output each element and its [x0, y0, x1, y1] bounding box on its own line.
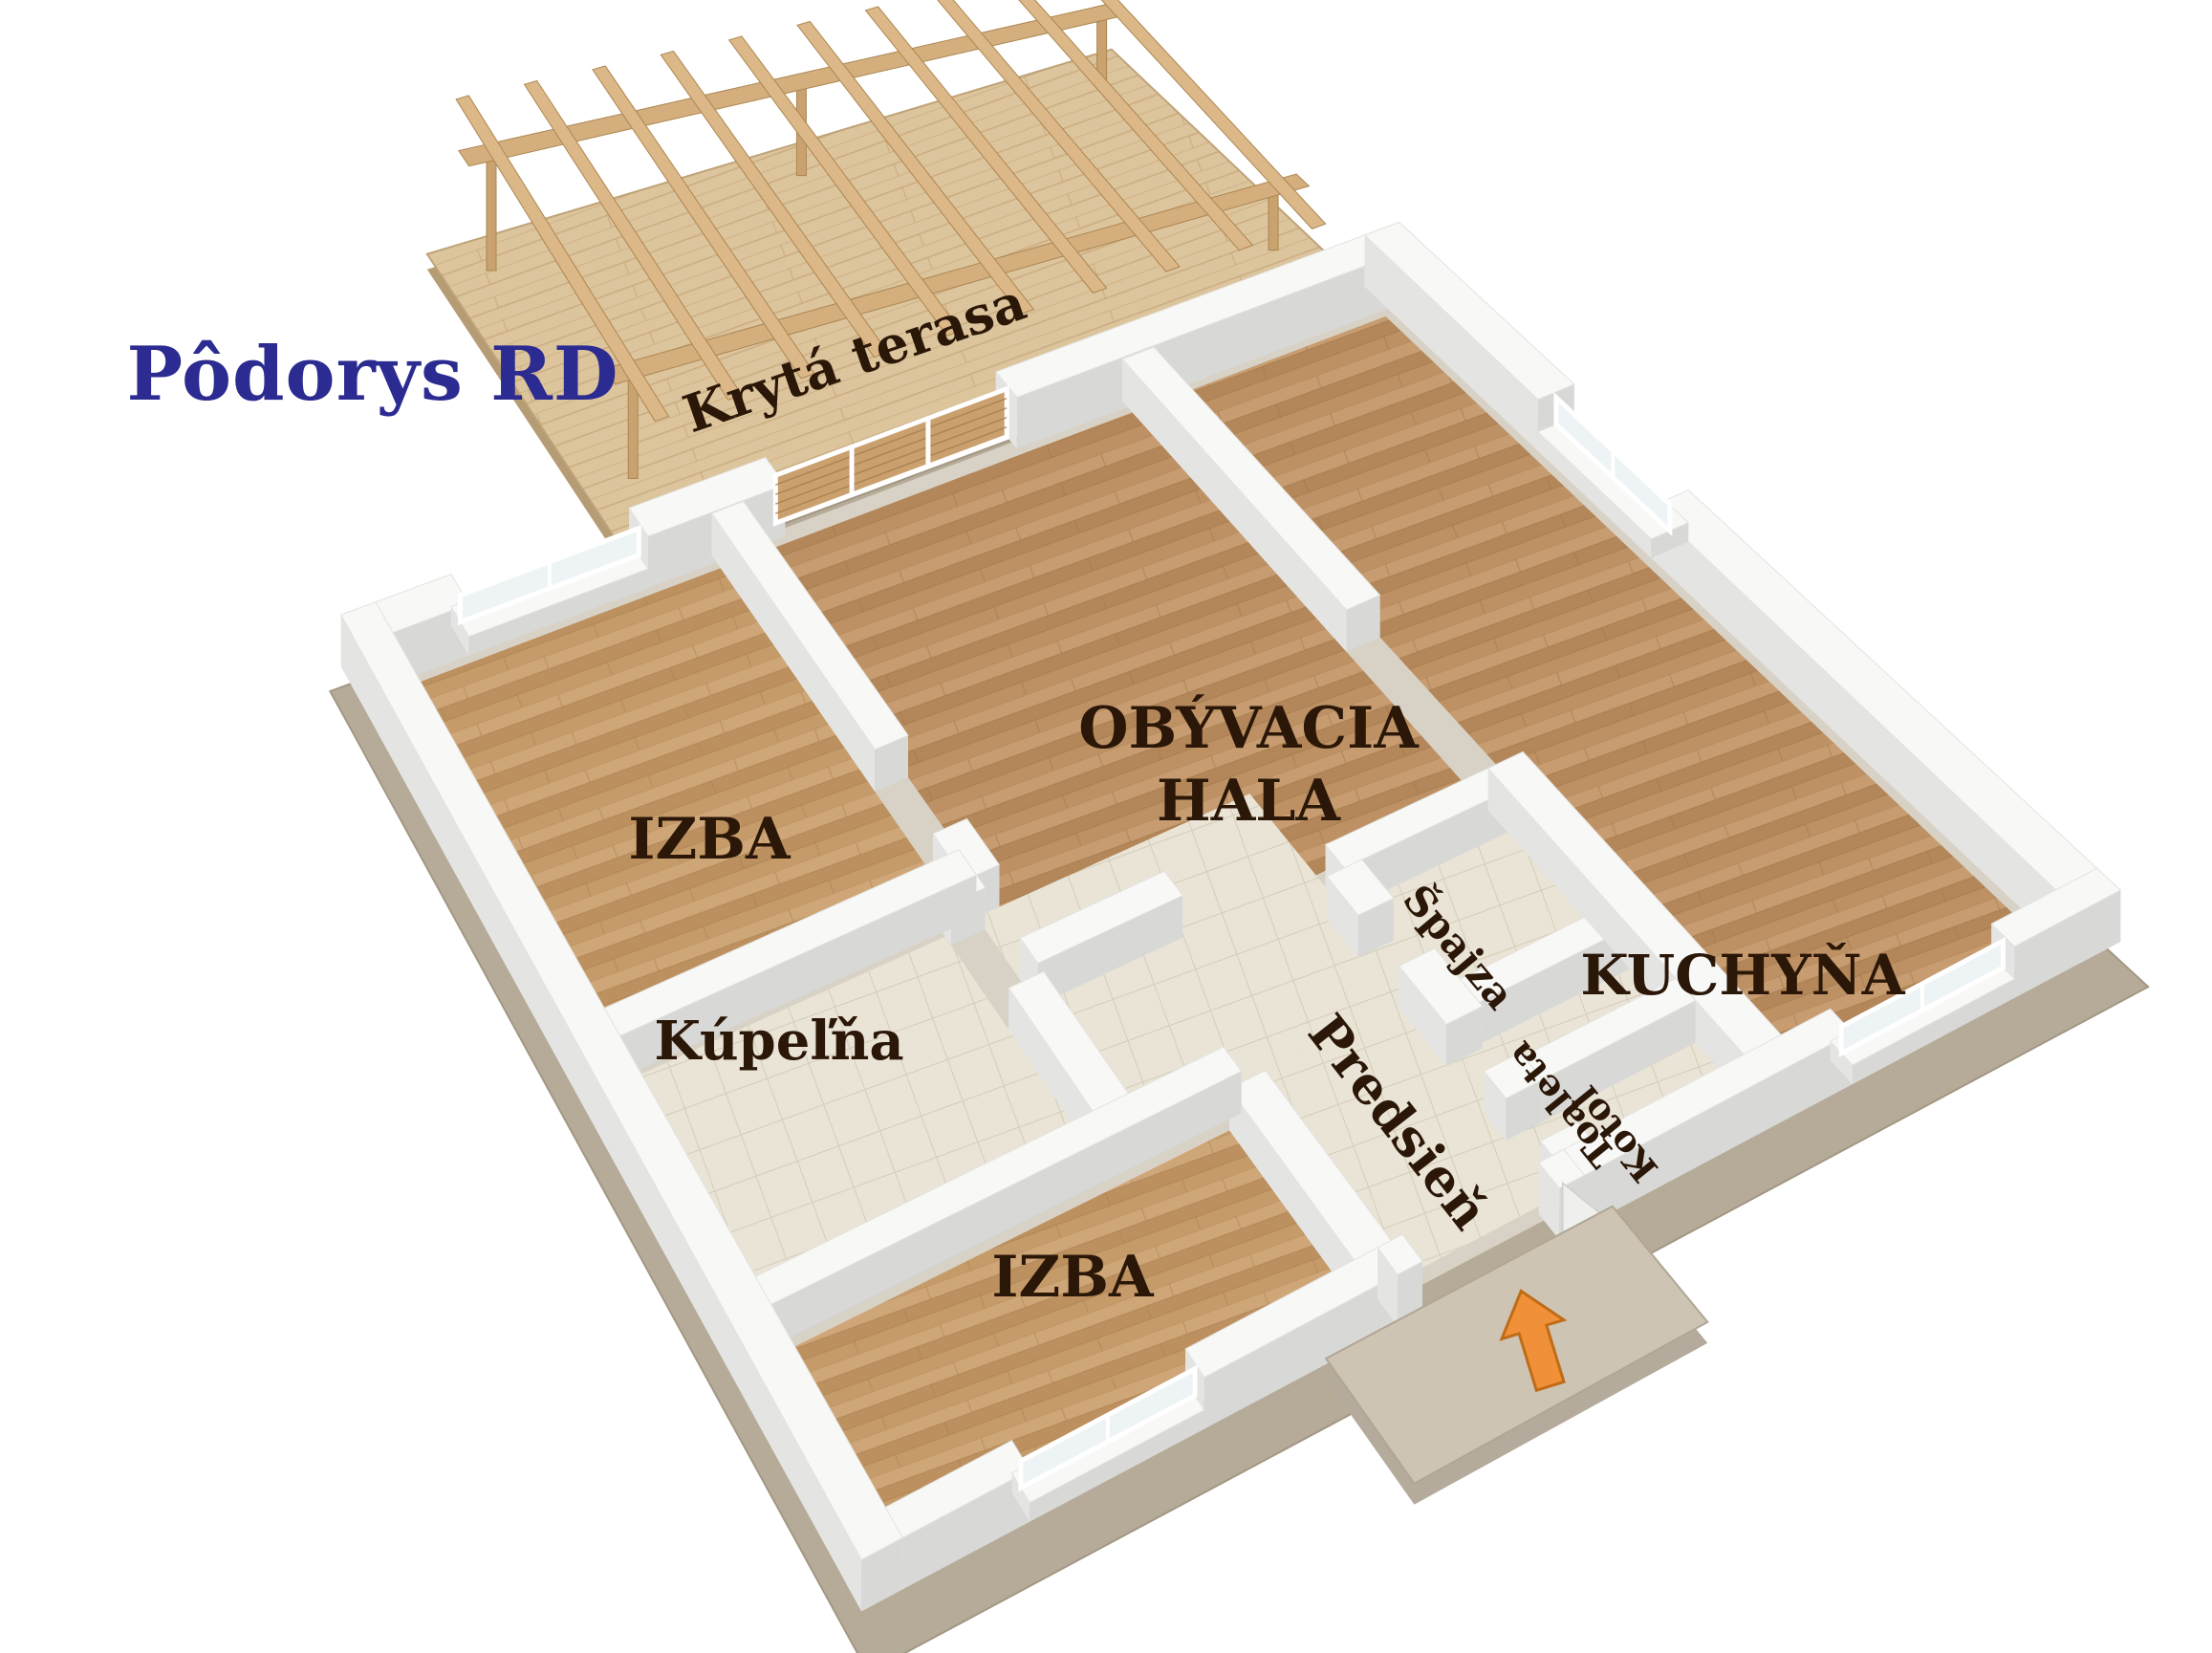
page-title: Pôdorys RD	[126, 331, 618, 418]
room-label-bathroom: Kúpeľňa	[654, 1010, 903, 1073]
window-kitchen-southeast	[1838, 936, 2006, 1057]
room-label-living-hall-line1: OBÝVACIA	[1078, 694, 1420, 762]
exterior-wall-southwest	[340, 601, 903, 1612]
window-kitchen-northeast	[1553, 392, 1673, 536]
covered-terrace	[425, 0, 1355, 562]
room-label-izba-top: IZBA	[628, 806, 792, 873]
room-label-izba-bottom: IZBA	[991, 1244, 1155, 1311]
window-izba-top	[457, 524, 641, 626]
room-label-kitchen: KUCHYŇA	[1580, 943, 1905, 1008]
room-label-living-hall-line2: HALA	[1157, 768, 1341, 835]
entrance-platform	[1324, 1205, 1709, 1505]
interior-walls	[590, 346, 1784, 1354]
window-izba-bottom	[1018, 1364, 1198, 1492]
built-geometry	[328, 0, 2150, 1653]
sliding-door-terrace	[772, 385, 1009, 527]
entrance-arrow	[1499, 1289, 1568, 1393]
